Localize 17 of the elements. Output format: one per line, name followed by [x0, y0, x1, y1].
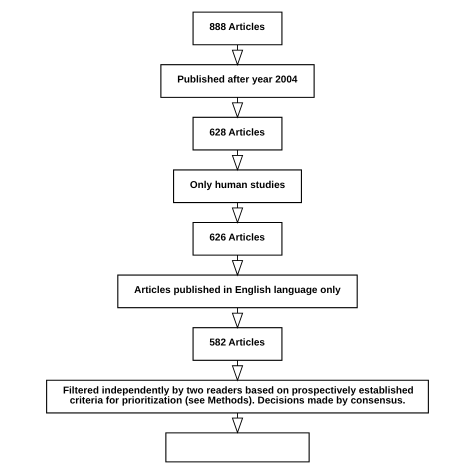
node-box: 582 Articles [192, 327, 282, 361]
arrow [231, 254, 243, 276]
node-box: 626 Articles [192, 222, 282, 256]
node-box [164, 432, 310, 462]
arrow [231, 44, 243, 66]
arrow [231, 150, 243, 172]
node-box: 888 Articles [192, 12, 282, 46]
arrow [231, 307, 243, 330]
node-box: 628 Articles [192, 116, 282, 150]
node-box: Filtered independently by two readers based on prospectively established criteria for prioritization (see Methods). Decisions made by consensus. [46, 380, 428, 414]
arrow [231, 412, 243, 434]
arrow [231, 97, 243, 119]
node-box: Only human studies [172, 169, 302, 204]
arrow [231, 360, 243, 382]
node-box: Articles published in English language only [116, 274, 358, 308]
node-box: Published after year 2004 [160, 64, 314, 98]
arrow [231, 202, 243, 224]
